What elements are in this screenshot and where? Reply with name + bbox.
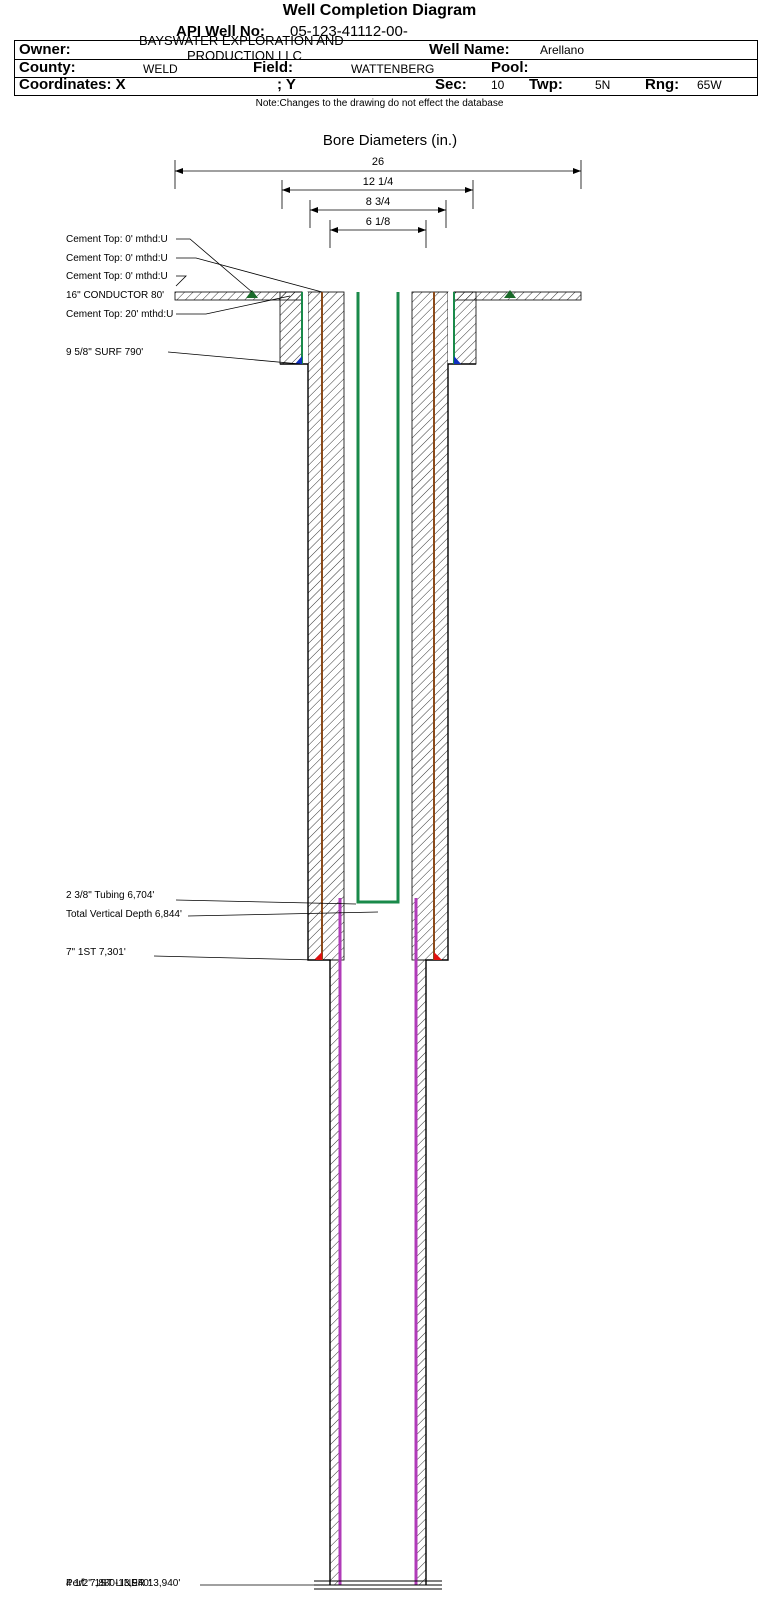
sec-value: 10 bbox=[491, 78, 505, 92]
cement-top-label-2: Cement Top: 0' mthd:U bbox=[66, 253, 323, 293]
rng-value: 65W bbox=[697, 78, 722, 92]
production-cement bbox=[302, 291, 454, 961]
surface-cement bbox=[279, 291, 477, 365]
owner-value-line2: PRODUCTION LLC bbox=[187, 48, 302, 63]
first-string-casing bbox=[321, 292, 435, 960]
coordinates-label: Coordinates: X bbox=[19, 76, 126, 93]
tvd-label: Total Vertical Depth 6,844' bbox=[66, 909, 379, 920]
svg-text:9 5/8" SURF 790': 9 5/8" SURF 790' bbox=[66, 347, 143, 358]
sec-label: Sec: bbox=[435, 76, 467, 93]
field-label: Field: bbox=[253, 59, 293, 76]
well-diagram: Bore Diameters (in.) 26 12 1/4 8 3/4 6 1… bbox=[66, 132, 582, 1590]
cement-top-label-4: Cement Top: 20' mthd:U bbox=[66, 295, 291, 320]
field-value: WATTENBERG bbox=[351, 62, 435, 76]
bore-diameter-label: 8 3/4 bbox=[366, 196, 390, 208]
liner-casing bbox=[338, 898, 418, 1585]
bottom-plugs bbox=[314, 1580, 442, 1590]
surface-casing-label: 9 5/8" SURF 790' bbox=[66, 347, 301, 365]
dimension-6-1-8: 6 1/8 bbox=[329, 216, 427, 248]
svg-text:Cement Top: 0' mthd:U: Cement Top: 0' mthd:U bbox=[66, 234, 168, 245]
svg-text:7" 1ST 7,301': 7" 1ST 7,301' bbox=[66, 947, 126, 958]
svg-text:Perf: 7,880-13,940': Perf: 7,880-13,940' bbox=[66, 1578, 151, 1589]
well-name-label: Well Name: bbox=[429, 41, 510, 58]
county-value: WELD bbox=[143, 62, 178, 76]
cement-top-label-3: Cement Top: 0' mthd:U bbox=[66, 271, 187, 287]
dimension-8-3-4: 8 3/4 bbox=[309, 196, 447, 228]
svg-text:Cement Top: 0' mthd:U: Cement Top: 0' mthd:U bbox=[66, 253, 168, 264]
bore-diameter-label: 12 1/4 bbox=[363, 176, 394, 188]
api-well-label: API Well No: bbox=[176, 23, 265, 40]
dimension-26: 26 bbox=[174, 156, 582, 189]
svg-text:Cement Top: 0' mthd:U: Cement Top: 0' mthd:U bbox=[66, 271, 168, 282]
bore-diameters-title: Bore Diameters (in.) bbox=[323, 132, 457, 149]
twp-label: Twp: bbox=[529, 76, 563, 93]
pool-label: Pool: bbox=[491, 59, 529, 76]
cement-marks bbox=[246, 290, 516, 960]
conductor-label: 16" CONDUCTOR 80' bbox=[66, 290, 164, 301]
dimension-12-1-4: 12 1/4 bbox=[281, 176, 474, 209]
bore-diameter-label: 6 1/8 bbox=[366, 216, 390, 228]
tubing-label: 2 3/8" Tubing 6,704' bbox=[66, 890, 357, 905]
svg-text:Total Vertical Depth 6,844': Total Vertical Depth 6,844' bbox=[66, 909, 182, 920]
svg-text:Cement Top: 20' mthd:U: Cement Top: 20' mthd:U bbox=[66, 309, 173, 320]
diagram-title: Well Completion Diagram bbox=[282, 2, 477, 19]
svg-text:2 3/8" Tubing 6,704': 2 3/8" Tubing 6,704' bbox=[66, 890, 154, 901]
well-name-value: Arellano bbox=[540, 43, 585, 57]
twp-value: 5N bbox=[595, 78, 611, 92]
tubing bbox=[356, 292, 400, 904]
owner-value: BAYSWATER EXPLORATION AND bbox=[139, 33, 344, 48]
owner-label: Owner: bbox=[19, 41, 71, 58]
rng-label: Rng: bbox=[645, 76, 680, 93]
surface-casing bbox=[301, 292, 455, 364]
liner-cement bbox=[329, 959, 427, 1586]
header-table: Owner: BAYSWATER EXPLORATION AND PRODUCT… bbox=[14, 33, 758, 96]
county-label: County: bbox=[19, 59, 76, 76]
cement-top-label-1: Cement Top: 0' mthd:U bbox=[66, 234, 253, 293]
svg-text:4 1/2" 1ST LINER 13,940': 4 1/2" 1ST LINER 13,940' bbox=[66, 1578, 180, 1589]
first-string-label: 7" 1ST 7,301' bbox=[66, 947, 317, 961]
svg-text:16" CONDUCTOR 80': 16" CONDUCTOR 80' bbox=[66, 290, 164, 301]
note-text: Note:Changes to the drawing do not effec… bbox=[255, 98, 504, 109]
api-well-value: 05-123-41112-00- bbox=[290, 23, 408, 40]
coordinates-y-label: ; Y bbox=[277, 76, 296, 93]
conductor-casing bbox=[174, 291, 582, 301]
bottom-label: Perf: 7,880-13,940' 4 1/2" 1ST LINER 13,… bbox=[66, 1578, 314, 1589]
bore-diameter-label: 26 bbox=[372, 156, 384, 168]
